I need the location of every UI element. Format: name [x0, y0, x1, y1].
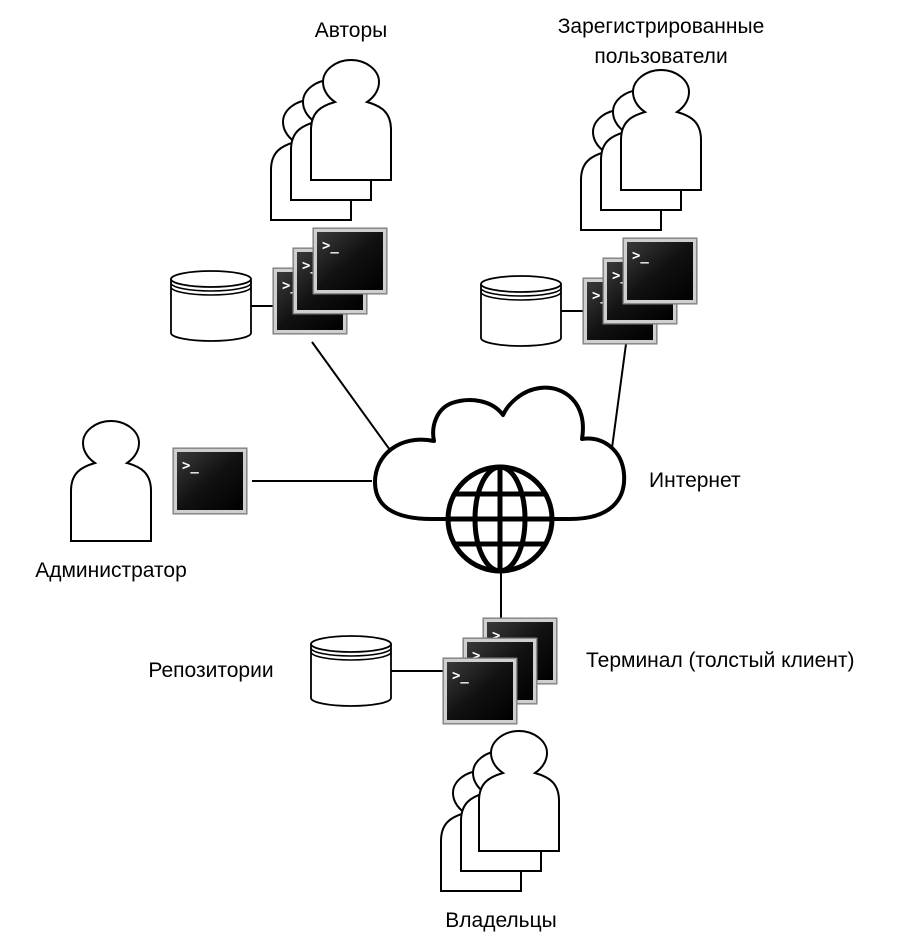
terminal-icon [582, 237, 698, 345]
database-icon [170, 270, 252, 342]
database-icon [310, 635, 392, 707]
registered-label-line2: пользователи [594, 45, 727, 68]
line-authors-internet [311, 341, 391, 451]
connections [250, 305, 627, 672]
globe-icon [445, 464, 555, 574]
terminal-icon [272, 227, 388, 335]
user-group-icon [270, 59, 392, 221]
owners-label: Владельцы [445, 909, 557, 932]
authors-label: Авторы [315, 19, 388, 42]
administrator-group: Администратор [35, 420, 248, 582]
user-icon [70, 420, 152, 542]
terminal-label: Терминал (толстый клиент) [586, 649, 854, 672]
repositories-label: Репозитории [148, 659, 273, 682]
owners-group: Владельцы [440, 730, 560, 932]
internet-label: Интернет [649, 469, 741, 492]
cloud-icon [373, 385, 627, 521]
internet-group: Интернет [373, 385, 741, 574]
terminal-group: Репозитории Терминал (толстый клиент) [148, 617, 854, 725]
registered-users-group: Зарегистрированные пользователи [480, 15, 765, 347]
user-group-icon [580, 69, 702, 231]
user-group-icon [440, 730, 560, 892]
line-registered-internet [611, 343, 627, 449]
administrator-label: Администратор [35, 559, 187, 582]
database-icon [480, 275, 562, 347]
authors-group: Авторы [170, 19, 392, 342]
registered-label-line1: Зарегистрированные [558, 15, 765, 38]
terminal-icon [172, 447, 248, 515]
terminal-icon [442, 617, 558, 725]
